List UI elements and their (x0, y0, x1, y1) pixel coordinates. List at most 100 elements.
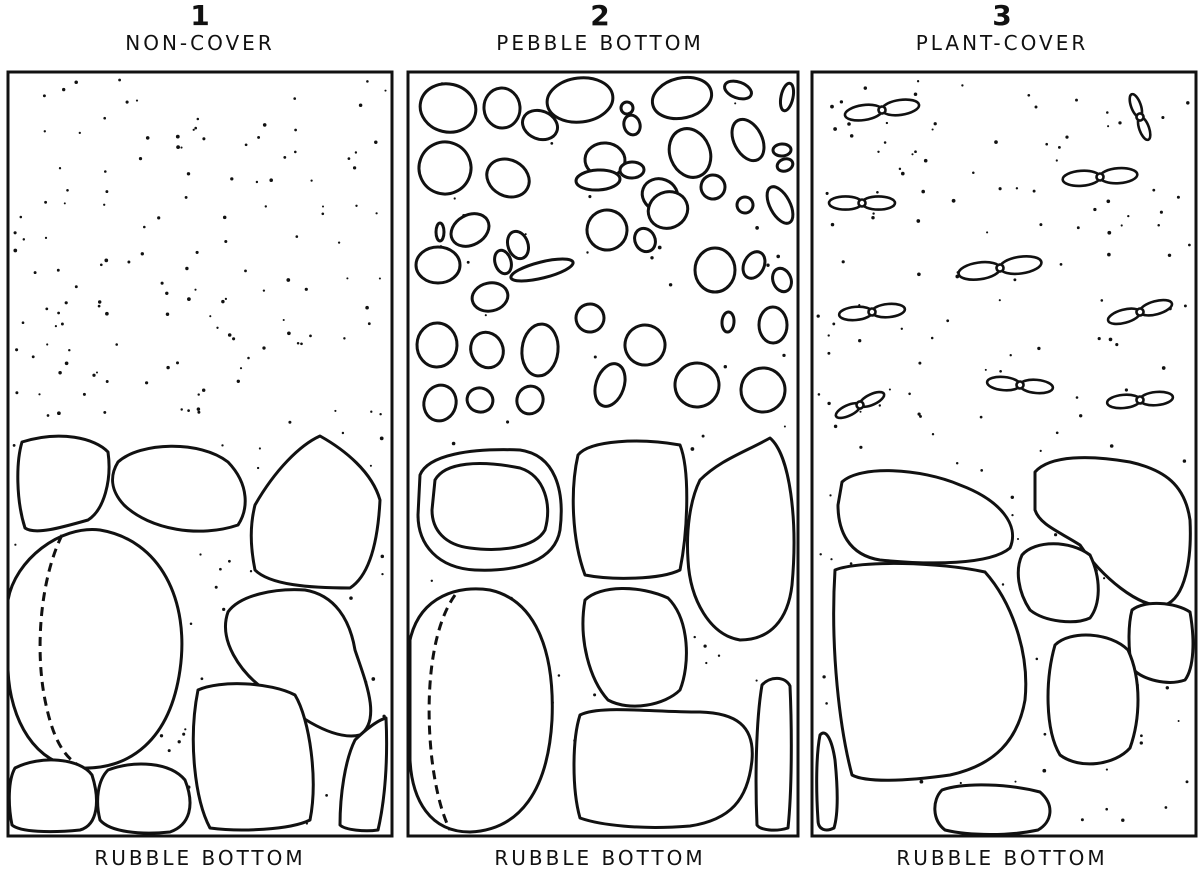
sand-grain (355, 151, 357, 153)
sand-grain (240, 367, 242, 369)
sand-grain (899, 168, 901, 170)
pebble (482, 87, 521, 130)
rubble-rock (834, 563, 1026, 780)
sand-grain (1011, 514, 1013, 516)
sand-grain (106, 380, 109, 383)
sand-grain (1037, 347, 1040, 350)
sand-grain (176, 361, 179, 364)
panel-1-diagram (8, 72, 392, 836)
rubble-rock (8, 530, 182, 769)
plant (1062, 167, 1138, 187)
rubble-rock (193, 684, 313, 830)
sand-grain (23, 238, 25, 240)
sand-grain (776, 255, 780, 259)
sand-grain (593, 693, 596, 696)
sand-grain (305, 288, 308, 291)
sand-grain (1054, 533, 1057, 536)
rubble-rock (574, 710, 752, 828)
sand-grain (127, 261, 130, 264)
sand-grain (784, 425, 786, 427)
sand-grain (1035, 106, 1038, 109)
sand-grain (467, 261, 470, 264)
sand-grain (215, 586, 218, 589)
sand-grain (288, 421, 291, 424)
sand-grain (293, 97, 296, 100)
sand-grain (1184, 304, 1187, 307)
sand-grain (259, 447, 261, 449)
sand-grain (104, 259, 108, 263)
pebble (740, 367, 787, 414)
plant (1107, 391, 1174, 410)
sand-grain (146, 136, 150, 140)
sand-grain (221, 444, 223, 446)
sand-grain (269, 178, 273, 182)
sand-grain (1039, 223, 1042, 226)
sand-grain (817, 314, 820, 317)
sand-grain (370, 465, 372, 467)
sand-grain (1162, 366, 1166, 370)
sand-grain (1081, 818, 1084, 821)
sand-grain (342, 432, 344, 434)
sand-grain (374, 140, 377, 143)
sand-grain (287, 331, 291, 335)
sand-grain (15, 348, 18, 351)
pebble (773, 144, 792, 157)
sand-grain (176, 145, 180, 149)
sand-grain (876, 191, 879, 194)
sand-grain (22, 321, 25, 324)
sand-grain (1010, 354, 1012, 356)
sand-grain (1165, 806, 1168, 809)
sand-grain (1045, 143, 1048, 146)
sand-grain (986, 231, 988, 233)
sand-grain (946, 319, 949, 322)
sand-grain (917, 80, 919, 82)
sand-grain (1121, 818, 1124, 821)
sand-grain (1013, 278, 1016, 281)
sand-grain (1188, 244, 1191, 247)
sand-grain (1079, 414, 1082, 417)
sand-grain (921, 190, 925, 194)
sand-grain (105, 190, 108, 193)
sand-grain (334, 410, 336, 412)
sand-grain (14, 231, 17, 234)
sand-grain (1177, 196, 1180, 199)
pebble (735, 195, 756, 216)
sand-grain (1105, 808, 1108, 811)
sand-grain (365, 306, 369, 310)
sand-grain (886, 122, 888, 124)
sand-grain (194, 127, 197, 130)
sand-grain (225, 298, 227, 300)
panel-2-pebbles (411, 72, 799, 425)
sand-grain (13, 249, 17, 253)
sand-grain (219, 568, 222, 571)
sand-grain (79, 132, 81, 134)
sand-grain (343, 337, 345, 339)
sand-grain (224, 240, 227, 243)
rubble-rock (1129, 603, 1193, 682)
sand-grain (74, 80, 78, 84)
sand-grain (819, 553, 821, 555)
sand-grain (283, 156, 286, 159)
sand-grain (221, 300, 224, 303)
sand-grain (381, 555, 385, 559)
sand-grain (13, 444, 16, 447)
sand-grain (485, 314, 487, 316)
sand-grain (827, 352, 830, 355)
sand-grain (1076, 396, 1079, 399)
pebble (620, 162, 645, 179)
sand-grain (294, 129, 297, 132)
plant (834, 389, 886, 421)
sand-grain (75, 285, 78, 288)
sand-grain (1186, 780, 1189, 783)
sand-grain (198, 393, 200, 395)
pebble (769, 266, 794, 295)
sand-grain (44, 130, 46, 132)
sand-grain (1036, 658, 1039, 661)
sand-grain (300, 342, 303, 345)
sand-grain (216, 327, 218, 329)
sand-grain (1060, 263, 1063, 266)
rubble-rock (113, 446, 246, 531)
sand-grain (65, 361, 69, 365)
sand-grain (368, 322, 371, 325)
sand-grain (126, 101, 129, 104)
